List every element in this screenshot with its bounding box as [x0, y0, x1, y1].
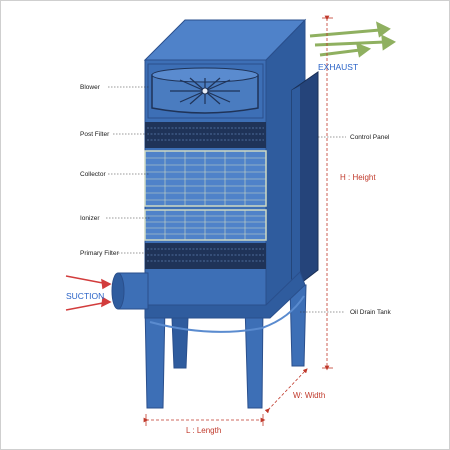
- width-label: W: Width: [293, 391, 325, 400]
- collector-panel: [144, 150, 267, 207]
- suction-inlet: [111, 272, 149, 310]
- post-filter-label: Post Filter: [80, 131, 110, 138]
- collector-label: Collector: [80, 171, 106, 178]
- primary-filter-panel: [145, 243, 266, 269]
- blower-unit: [147, 63, 264, 119]
- length-dimension: [143, 414, 266, 426]
- suction-arrows: [65, 275, 112, 311]
- control-panel: [291, 71, 319, 292]
- exhaust-label: EXHAUST: [318, 62, 358, 72]
- height-dimension: [322, 15, 333, 371]
- leader-lines-left: [106, 86, 150, 254]
- leader-lines-right: [300, 136, 346, 313]
- oil-drain-tank-label: Oil Drain Tank: [350, 309, 391, 316]
- oil-drain-tank: [144, 271, 306, 319]
- height-label: H : Height: [340, 173, 376, 182]
- post-filter-panel: [145, 122, 266, 148]
- drain-pipe: [149, 295, 305, 333]
- primary-filter-label: Primary Filter: [80, 250, 119, 257]
- blower-label: Blower: [80, 84, 101, 91]
- exhaust-arrows: [309, 21, 396, 58]
- ionizer-panel: [144, 209, 267, 241]
- suction-label: SUCTION: [66, 291, 104, 301]
- ionizer-label: Ionizer: [80, 215, 100, 222]
- control-panel-label: Control Panel: [350, 134, 390, 141]
- width-dimension: [264, 368, 308, 414]
- length-label: L : Length: [186, 426, 221, 435]
